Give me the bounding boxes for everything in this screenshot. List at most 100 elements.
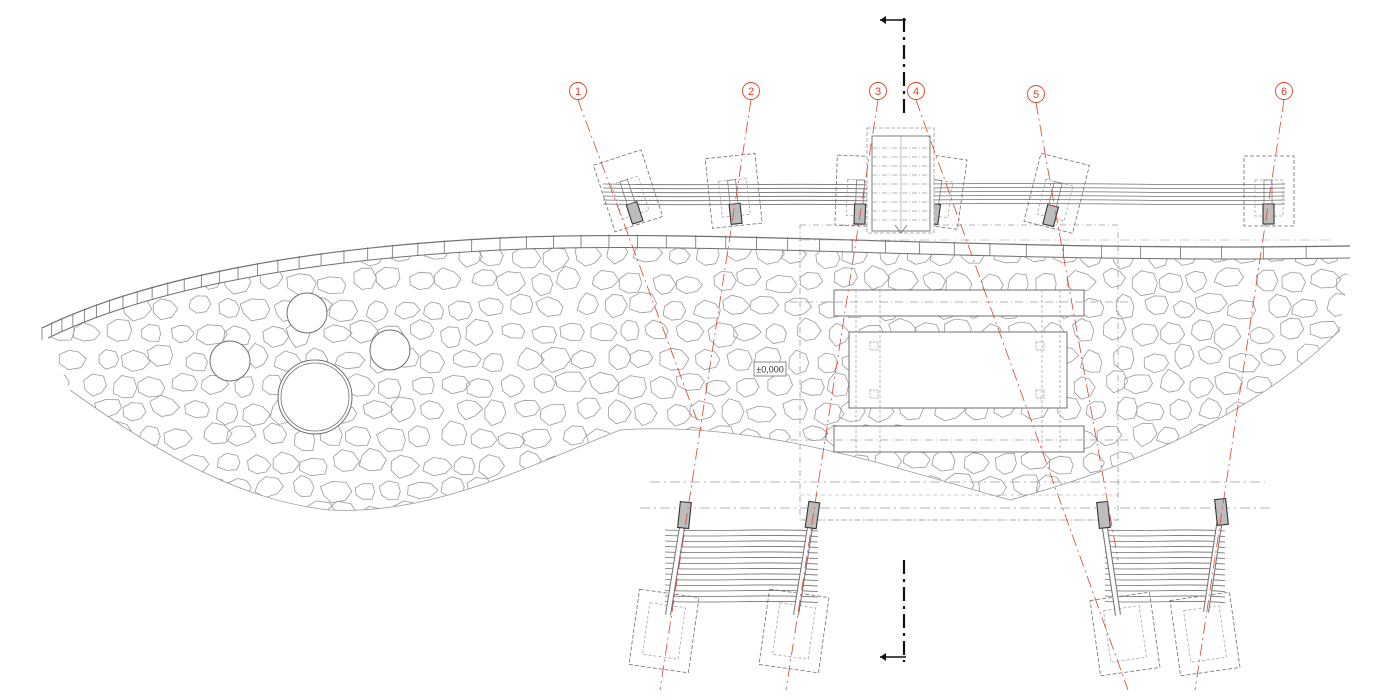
stone — [620, 319, 640, 342]
stone — [137, 425, 161, 446]
stone — [841, 247, 868, 265]
stone — [993, 247, 1023, 264]
stone — [888, 267, 919, 292]
stone — [171, 324, 195, 344]
bench-plank — [664, 584, 819, 587]
bench-plank — [602, 203, 1286, 206]
stone — [393, 500, 420, 511]
stone — [695, 455, 718, 478]
stone — [689, 400, 716, 421]
stone — [1189, 376, 1215, 399]
stone — [1193, 477, 1218, 498]
stone-rubble-field — [48, 247, 1375, 511]
stone — [782, 399, 808, 420]
axis-line — [915, 99, 1129, 691]
axis-bubble — [1275, 82, 1293, 100]
bench-plank — [602, 183, 1286, 186]
stone — [505, 478, 528, 496]
axis-label: 2 — [748, 86, 754, 98]
stone — [752, 453, 777, 472]
stone — [1231, 450, 1264, 470]
stone — [75, 269, 100, 294]
stone — [1353, 396, 1374, 421]
stone — [1352, 296, 1375, 320]
tree-pits — [209, 292, 411, 435]
stone — [245, 506, 270, 511]
stone — [1310, 268, 1342, 289]
stone — [533, 373, 556, 394]
stone — [1261, 400, 1289, 425]
bench-plank — [664, 534, 819, 537]
tree-pit-circle — [286, 292, 328, 334]
stone — [262, 374, 284, 396]
stone — [703, 477, 735, 495]
stone — [79, 425, 103, 444]
stone — [1067, 480, 1092, 499]
stone — [234, 376, 254, 398]
axis-bubble — [569, 82, 587, 100]
stone — [675, 373, 705, 391]
stone — [316, 276, 347, 294]
stone — [874, 449, 902, 474]
post — [728, 202, 743, 225]
stone — [765, 323, 787, 345]
stone — [1212, 482, 1245, 500]
stone — [958, 247, 986, 264]
stone — [98, 349, 120, 370]
post-footprint — [1023, 152, 1090, 234]
stone — [97, 247, 119, 266]
stone — [1101, 482, 1124, 504]
stone — [495, 271, 526, 296]
stone — [299, 458, 328, 477]
upper-bench-structure — [592, 149, 1295, 234]
stone — [440, 326, 462, 349]
post — [1096, 500, 1111, 530]
stone — [1073, 376, 1096, 400]
post — [625, 200, 644, 225]
bench-plank — [664, 556, 819, 559]
bench-plank — [1104, 578, 1226, 581]
stone — [442, 375, 471, 395]
stone — [188, 295, 212, 314]
post-shaft — [855, 179, 865, 205]
bench-plank — [602, 187, 1286, 190]
stone — [122, 402, 147, 422]
stone — [408, 425, 431, 448]
axis-2: 2 — [659, 82, 760, 691]
stone — [608, 344, 632, 371]
bench-post — [592, 149, 664, 233]
stone — [1228, 502, 1258, 511]
stone — [1198, 345, 1223, 365]
stone — [1096, 426, 1123, 447]
stone — [345, 426, 372, 447]
stone — [83, 373, 107, 397]
stone — [105, 265, 136, 292]
bench-plank — [664, 578, 819, 581]
stone — [1102, 267, 1126, 288]
stone — [531, 326, 558, 344]
stone — [652, 274, 677, 295]
bench-plank — [1104, 556, 1226, 559]
stone — [1052, 247, 1081, 264]
stone — [964, 452, 990, 475]
stone — [471, 269, 498, 287]
stone — [180, 249, 207, 269]
stone — [1293, 454, 1323, 472]
stone — [966, 505, 989, 511]
stone — [539, 503, 564, 511]
bench-plank — [602, 195, 1286, 198]
stone — [574, 247, 602, 267]
stone — [1256, 269, 1279, 292]
stone — [184, 400, 210, 418]
stone — [737, 428, 764, 452]
stone — [1227, 300, 1256, 320]
stone — [1326, 293, 1349, 317]
stone — [1216, 423, 1242, 448]
stone — [54, 429, 77, 451]
lower-left-planks — [664, 529, 819, 603]
stone — [293, 475, 315, 498]
stone — [501, 322, 526, 339]
axis-line — [1035, 102, 1119, 561]
stone — [825, 471, 851, 498]
stone — [511, 503, 542, 511]
